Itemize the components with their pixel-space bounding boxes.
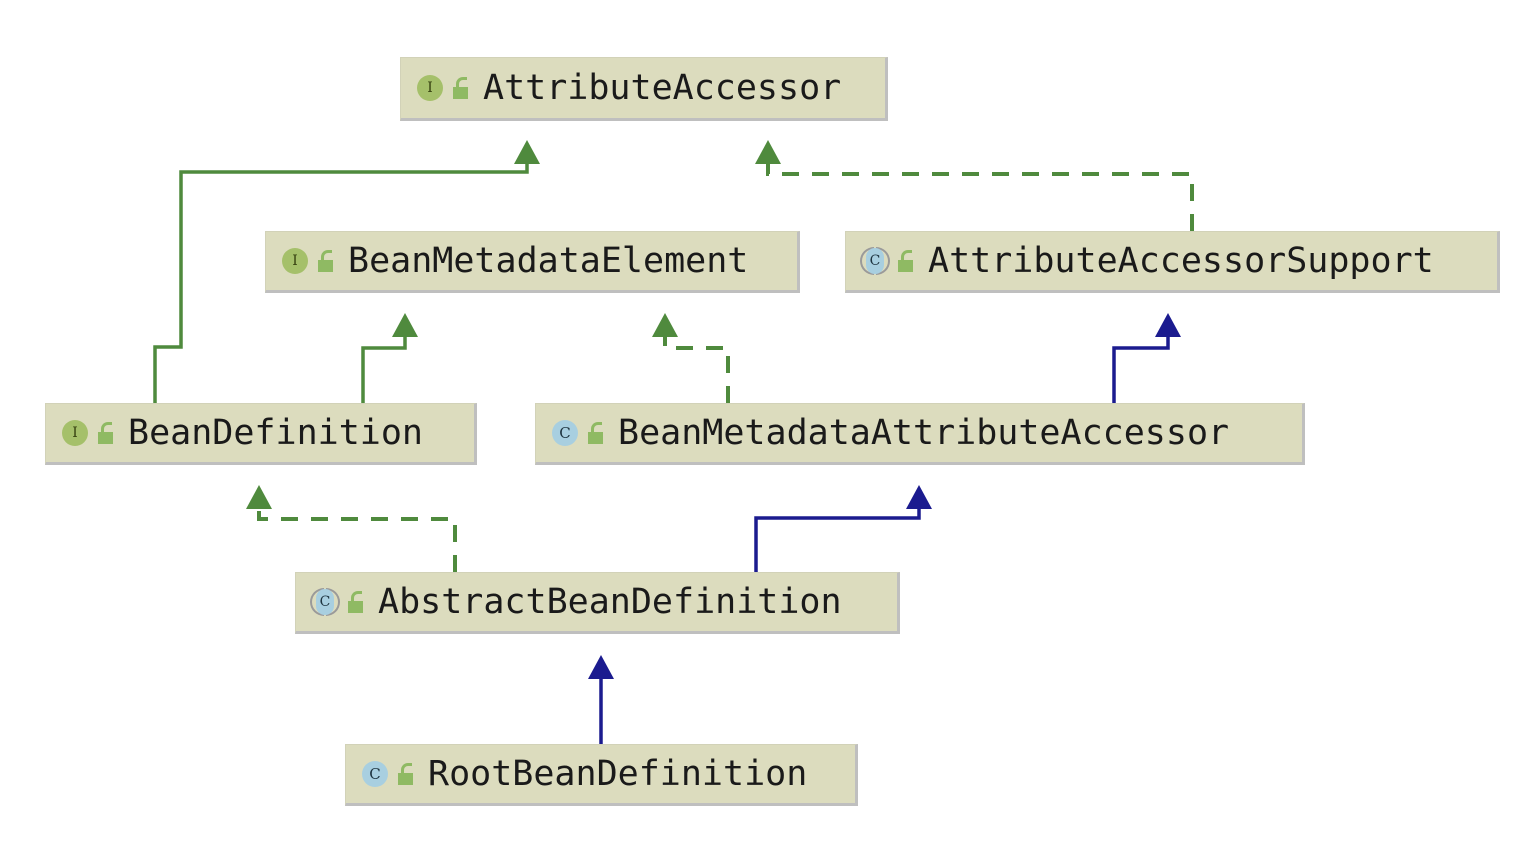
uml-node-label: AttributeAccessorSupport (928, 240, 1434, 281)
class-icon: C (360, 759, 390, 789)
edge-line (754, 509, 921, 572)
edge-arrowhead (1155, 313, 1181, 337)
interface-icon: I (415, 73, 445, 103)
edge-arrowhead (588, 655, 614, 679)
edge-arrowhead (652, 313, 678, 337)
open-padlock-icon (396, 763, 416, 785)
interface-glyph: I (417, 75, 443, 101)
uml-node-label: RootBeanDefinition (428, 753, 808, 794)
edge-arrowhead (514, 140, 540, 164)
uml-node-rootbeandefinition[interactable]: C RootBeanDefinition (345, 744, 858, 806)
abstract-class-icon: C (860, 246, 890, 276)
uml-edge-implements (246, 485, 457, 572)
uml-edge-extends (754, 485, 932, 572)
edge-arrowhead (392, 313, 418, 337)
uml-edge-extends (361, 313, 418, 403)
uml-node-beanmetadataelement[interactable]: I BeanMetadataElement (265, 231, 800, 293)
uml-node-label: BeanMetadataElement (348, 240, 749, 281)
edge-line (361, 337, 407, 403)
uml-node-attributeaccessor[interactable]: I AttributeAccessor (400, 57, 888, 121)
class-glyph: C (362, 761, 388, 787)
interface-icon: I (280, 246, 310, 276)
uml-node-attributeaccessorsupport[interactable]: C AttributeAccessorSupport (845, 231, 1500, 293)
open-padlock-icon (451, 77, 471, 99)
interface-icon: I (60, 418, 90, 448)
open-padlock-icon (586, 422, 606, 444)
edge-arrowhead (246, 485, 272, 509)
edge-line (257, 509, 457, 572)
uml-node-label: BeanDefinition (128, 412, 424, 453)
edge-arrowhead (755, 140, 781, 164)
interface-glyph: I (282, 248, 308, 274)
class-glyph: C (552, 420, 578, 446)
edge-line (663, 337, 730, 403)
uml-node-beanmetadataattributeaccessor[interactable]: C BeanMetadataAttributeAccessor (535, 403, 1305, 465)
abstract-class-glyph: C (866, 248, 884, 274)
uml-node-beandefinition[interactable]: I BeanDefinition (45, 403, 477, 465)
edge-line (1112, 337, 1170, 403)
uml-node-label: AttributeAccessor (483, 67, 842, 108)
abstract-class-glyph: C (316, 589, 334, 615)
open-padlock-icon (316, 250, 336, 272)
uml-edge-extends (588, 655, 614, 744)
open-padlock-icon (346, 591, 366, 613)
abstract-class-icon: C (310, 587, 340, 617)
uml-edge-implements (755, 140, 1194, 231)
edge-line (766, 164, 1194, 231)
uml-node-label: BeanMetadataAttributeAccessor (618, 412, 1230, 453)
uml-edge-implements (652, 313, 730, 403)
uml-edge-extends (1112, 313, 1181, 403)
interface-glyph: I (62, 420, 88, 446)
edge-arrowhead (906, 485, 932, 509)
class-icon: C (550, 418, 580, 448)
open-padlock-icon (96, 422, 116, 444)
uml-node-label: AbstractBeanDefinition (378, 581, 842, 622)
open-padlock-icon (896, 250, 916, 272)
uml-node-abstractbeandefinition[interactable]: C AbstractBeanDefinition (295, 572, 900, 634)
